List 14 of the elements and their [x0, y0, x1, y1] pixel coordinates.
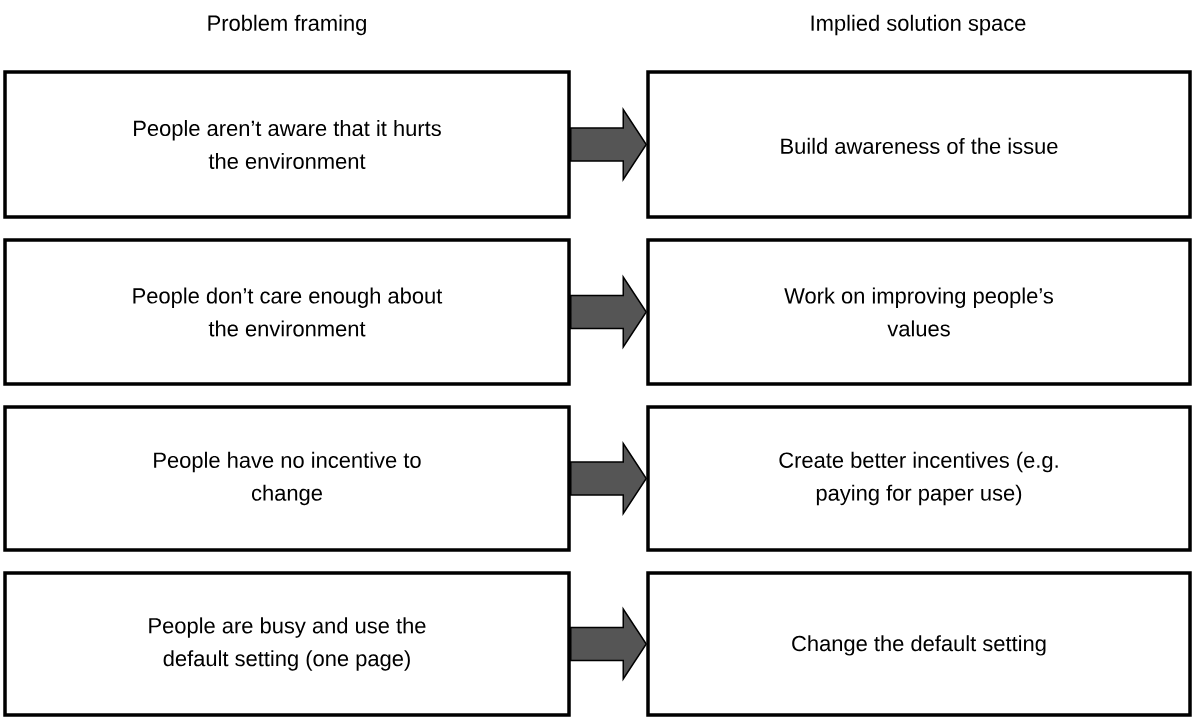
- text-box: People are busy and use the default setting (one page): [3, 571, 571, 717]
- text-box: Create better incentives (e.g. paying for paper use): [646, 405, 1192, 552]
- block-arrow: [570, 606, 648, 682]
- block-arrow: [570, 441, 648, 516]
- column-heading: Problem framing: [208, 14, 366, 36]
- block-arrow: [570, 107, 648, 182]
- column-heading: Implied solution space: [811, 14, 1026, 36]
- text-box: People don’t care enough about the environment: [3, 238, 571, 386]
- text-box: People have no incentive to change: [3, 405, 571, 552]
- block-arrow: [570, 274, 648, 350]
- text-box: People aren’t aware that it hurts the environment: [3, 70, 571, 219]
- text-box: Work on improving people’s values: [646, 238, 1192, 386]
- text-box: Change the default setting: [646, 571, 1192, 717]
- text-box: Build awareness of the issue: [646, 70, 1192, 219]
